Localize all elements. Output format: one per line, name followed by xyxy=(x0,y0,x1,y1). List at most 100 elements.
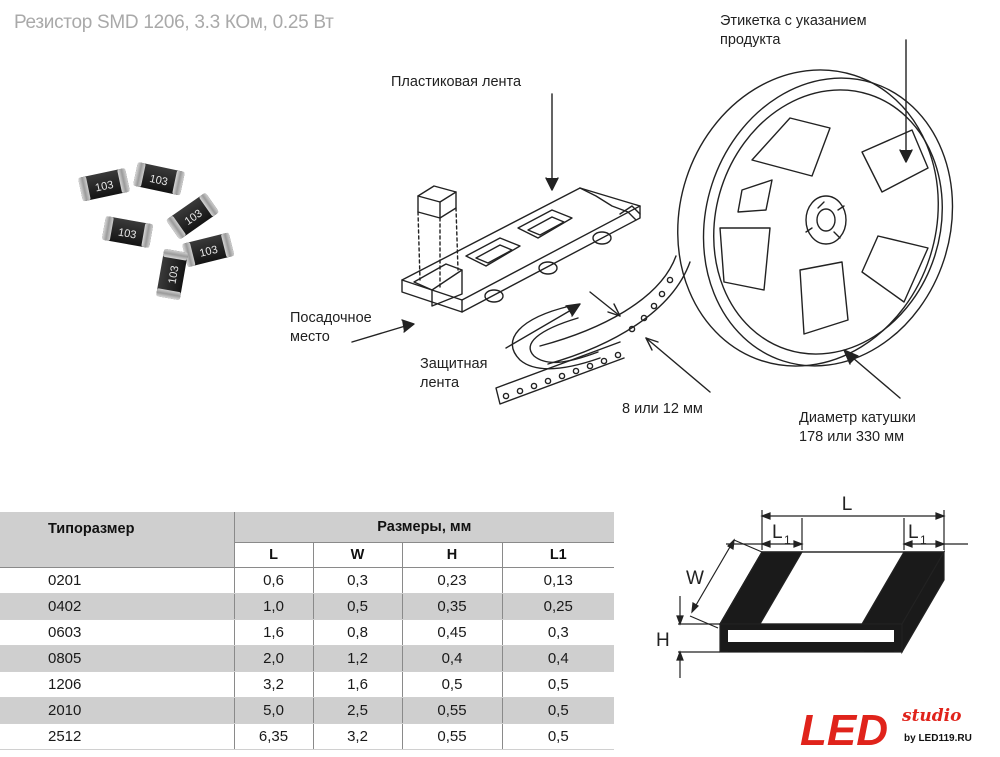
tape-reel-diagram xyxy=(351,39,954,405)
table-cell: 0,5 xyxy=(401,671,502,698)
chip-dimension-drawing: L L 1 L 1 W H xyxy=(656,494,968,678)
table-cell: 0,4 xyxy=(501,645,615,672)
smd-component xyxy=(417,185,457,203)
reel-hub xyxy=(805,195,847,245)
table-cell: 0,6 xyxy=(233,567,313,594)
table-cell: 2,5 xyxy=(312,697,402,724)
chip-marking: 103 xyxy=(166,265,181,285)
reel-inner-rim xyxy=(713,89,943,355)
reel-window xyxy=(751,117,831,177)
header-dimensions: Размеры, мм xyxy=(233,512,615,543)
table-cell: 5,0 xyxy=(233,697,313,724)
reel-window xyxy=(861,129,929,193)
reel-back-rim xyxy=(677,69,939,367)
leader-seat xyxy=(351,323,413,343)
table-row: 0805 2,0 1,2 0,4 0,4 xyxy=(0,645,615,672)
table-row: 0402 1,0 0,5 0,35 0,25 xyxy=(0,593,615,620)
header-col: W xyxy=(312,542,402,568)
table-cell: 1,2 xyxy=(312,645,402,672)
table-cell: 0,25 xyxy=(501,593,615,620)
table-cell: 0805 xyxy=(0,645,234,672)
label-protective-1: Защитная xyxy=(420,356,488,372)
label-protective-2: лента xyxy=(420,375,460,391)
table-cell: 0603 xyxy=(0,619,234,646)
label-product-label-1: Этикетка с указанием xyxy=(720,13,867,29)
table-cell: 0,5 xyxy=(501,671,615,698)
reel-window xyxy=(799,261,849,335)
table-cell: 0,5 xyxy=(312,593,402,620)
table-row: 1206 3,2 1,6 0,5 0,5 xyxy=(0,671,615,698)
dimensions-table: Типоразмер Размеры, мм L W H L1 0201 0,6… xyxy=(0,512,615,750)
dim-L1-left-label: L xyxy=(772,522,783,543)
table-cell: 1,6 xyxy=(233,619,313,646)
table-cell: 0,45 xyxy=(401,619,502,646)
leader-reel xyxy=(845,351,901,399)
chip-3: 103 xyxy=(102,216,153,248)
chip-marking: 103 xyxy=(198,244,219,260)
dim-L-label: L xyxy=(842,494,853,515)
chip-4: 103 xyxy=(166,193,219,239)
label-tape-width: 8 или 12 мм xyxy=(622,401,703,417)
label-seat-2: место xyxy=(290,329,330,345)
table-cell: 2010 xyxy=(0,697,234,724)
table-cell: 3,2 xyxy=(233,671,313,698)
table-cell: 0,55 xyxy=(401,697,502,724)
reel-window xyxy=(737,179,773,213)
logo-studio: studio xyxy=(901,706,961,726)
sprocket-holes xyxy=(502,276,674,400)
dim-H-line xyxy=(678,623,720,653)
chip-marking: 103 xyxy=(148,173,168,189)
label-seat-1: Посадочное xyxy=(290,310,372,326)
table-cell: 0,8 xyxy=(312,619,402,646)
reel-window xyxy=(861,235,929,303)
reel-window xyxy=(719,227,771,291)
header-col: L xyxy=(233,542,313,568)
tape-strip xyxy=(495,341,625,405)
table-cell: 3,2 xyxy=(312,723,402,750)
dim-H-label: H xyxy=(656,630,670,651)
table-cell: 2512 xyxy=(0,723,234,750)
dim-W-label: W xyxy=(686,568,704,589)
logo-site: by LED119.RU xyxy=(904,733,972,744)
leader-protective xyxy=(505,305,579,349)
header-col: L1 xyxy=(501,542,615,568)
resistor-chips-photo: 103 103 103 103 103 103 xyxy=(78,162,234,300)
chip-6: 103 xyxy=(156,249,188,300)
chip-1: 103 xyxy=(78,168,130,202)
table-cell: 1206 xyxy=(0,671,234,698)
table-cell: 0,4 xyxy=(401,645,502,672)
table-cell: 6,35 xyxy=(233,723,313,750)
header-type: Типоразмер xyxy=(0,512,234,568)
page-title: Резистор SMD 1206, 3.3 КОм, 0.25 Вт xyxy=(14,12,334,33)
header-col: H xyxy=(401,542,502,568)
table-cell: 0,5 xyxy=(501,723,615,750)
protective-tape xyxy=(511,305,601,370)
table-cell: 0,35 xyxy=(401,593,502,620)
table-cell: 0,3 xyxy=(501,619,615,646)
dim-L1-right-sub: 1 xyxy=(920,533,927,547)
dim-L1-right-label: L xyxy=(908,522,919,543)
label-product-label-2: продукта xyxy=(720,32,781,48)
ledstudio-logo: LED studio by LED119.RU xyxy=(800,706,972,755)
tape-width-dim xyxy=(645,337,711,393)
table-cell: 0,3 xyxy=(312,567,402,594)
table-cell: 0201 xyxy=(0,567,234,594)
table-cell: 0,55 xyxy=(401,723,502,750)
label-plastic-tape: Пластиковая лента xyxy=(391,74,522,90)
chip-2: 103 xyxy=(133,162,185,196)
table-cell: 0,5 xyxy=(501,697,615,724)
table-cell: 1,6 xyxy=(312,671,402,698)
table-row: 0603 1,6 0,8 0,45 0,3 xyxy=(0,619,615,646)
label-reel-diameter-2: 178 или 330 мм xyxy=(799,429,905,445)
table-cell: 0,13 xyxy=(501,567,615,594)
logo-led: LED xyxy=(800,706,888,755)
table-row: 2010 5,0 2,5 0,55 0,5 xyxy=(0,697,615,724)
table-cell: 0402 xyxy=(0,593,234,620)
chip-marking: 103 xyxy=(117,226,137,241)
pocket xyxy=(517,209,573,239)
table-cell: 0,23 xyxy=(401,567,502,594)
label-reel-diameter-1: Диаметр катушки xyxy=(799,410,916,426)
tape-edge xyxy=(547,261,691,365)
dim-L1-left-sub: 1 xyxy=(784,533,791,547)
dim-W-line xyxy=(691,539,735,613)
